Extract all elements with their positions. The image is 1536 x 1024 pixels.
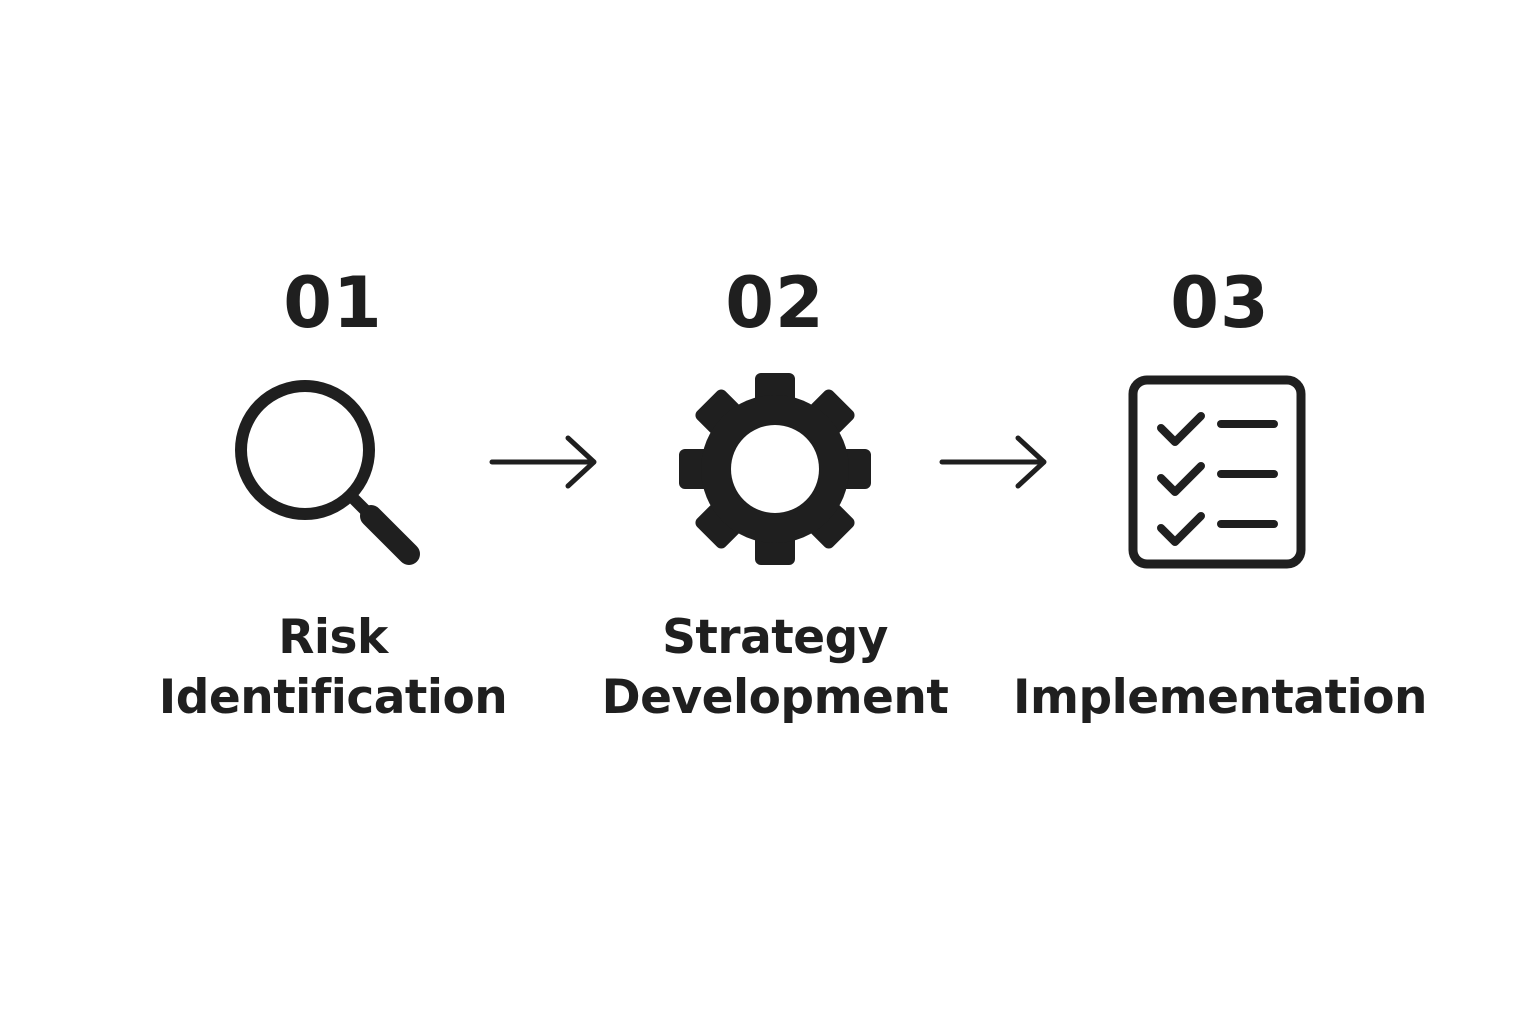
arrow-right-icon [489, 435, 597, 489]
magnifying-glass-icon [235, 380, 420, 565]
step-label: Risk Identification [123, 608, 543, 728]
step-icon-container [565, 372, 985, 572]
step-label-line [1010, 608, 1430, 668]
step-number: 02 [725, 262, 825, 344]
step-label-line: Risk [278, 610, 388, 665]
step-number: 03 [1170, 262, 1270, 344]
step-icon-container [123, 372, 543, 572]
step-number: 01 [283, 262, 383, 344]
step-label-line: Strategy [662, 610, 888, 665]
step-label: Strategy Development [565, 608, 985, 728]
step-label-line: Development [601, 670, 949, 725]
step-icon-container [1010, 372, 1430, 572]
step-label: Implementation [1010, 608, 1430, 728]
gear-icon [679, 373, 871, 565]
step-strategy-development: 02 Strategy Development [565, 262, 985, 725]
checklist-icon [1128, 375, 1306, 569]
step-label-line: Implementation [1013, 670, 1427, 725]
arrow-right-icon [939, 435, 1047, 489]
step-implementation: 03 Implementation [1010, 262, 1430, 725]
step-risk-identification: 01 Risk Identification [123, 262, 543, 725]
step-label-line: Identification [158, 670, 508, 725]
